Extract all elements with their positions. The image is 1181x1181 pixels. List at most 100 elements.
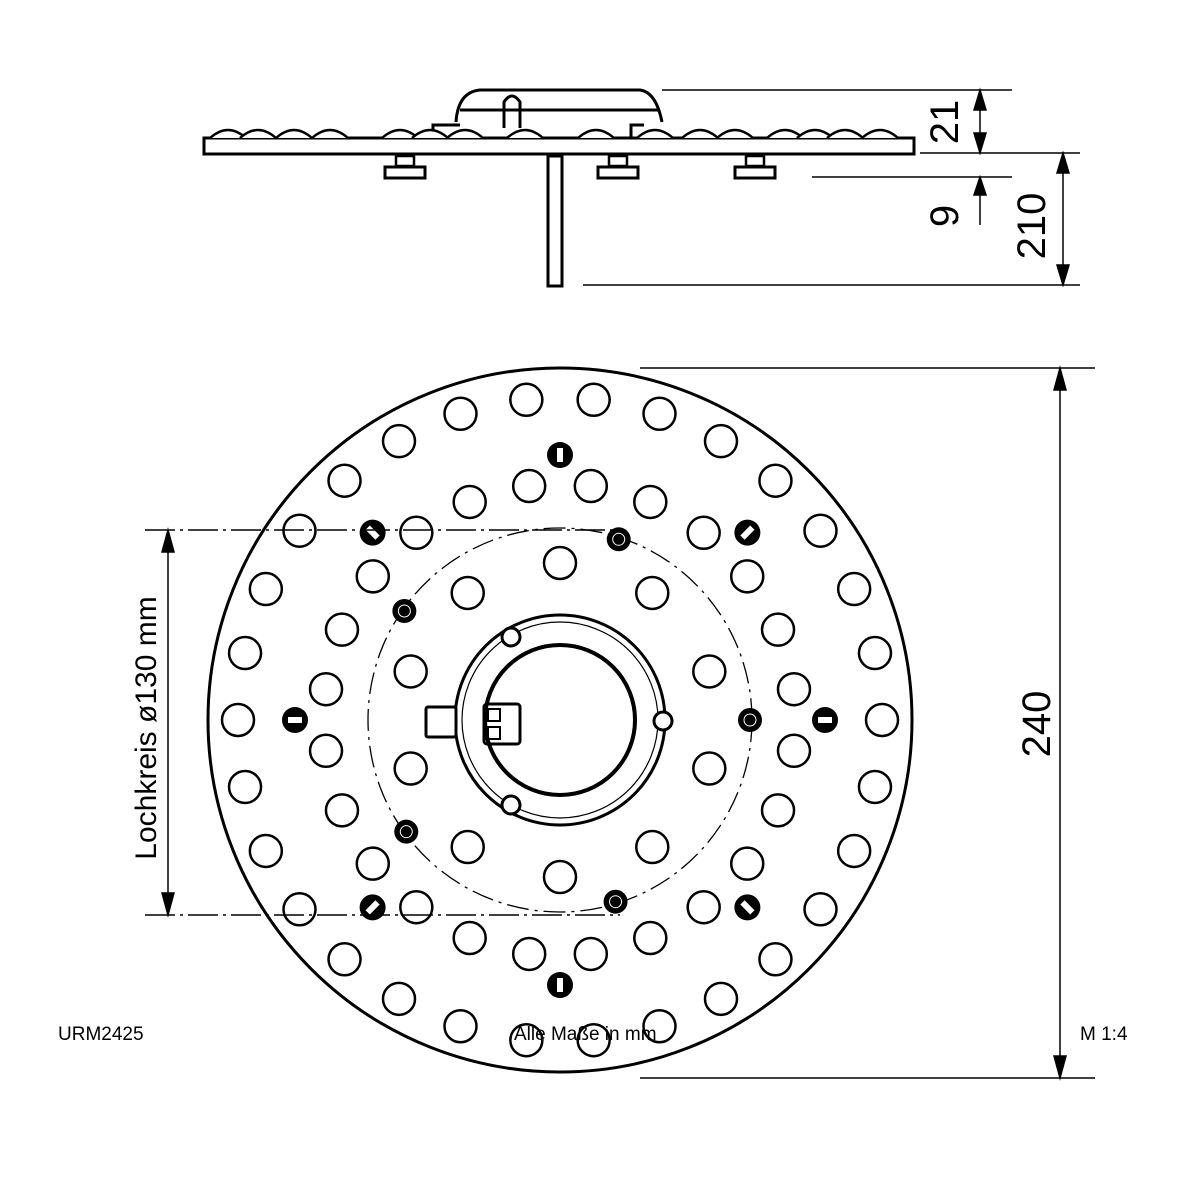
screw-icon bbox=[547, 442, 573, 468]
fixing-hole-ring bbox=[743, 713, 757, 727]
led-circle bbox=[248, 571, 284, 607]
side-leds bbox=[209, 128, 899, 139]
led-circle bbox=[729, 559, 765, 594]
led-circle bbox=[760, 793, 796, 828]
led-circle bbox=[511, 936, 547, 972]
led-circle bbox=[635, 575, 670, 611]
side-led bbox=[861, 128, 899, 139]
spacer bbox=[394, 154, 416, 168]
cable bbox=[546, 154, 564, 288]
led-circle bbox=[393, 654, 428, 689]
led-circle bbox=[692, 654, 727, 689]
led-circle bbox=[227, 635, 263, 671]
screw-slot bbox=[740, 900, 755, 915]
model-number: URM2425 bbox=[58, 1024, 144, 1045]
led-circle bbox=[573, 936, 609, 972]
side-led bbox=[636, 128, 674, 139]
side-led bbox=[239, 128, 277, 139]
led-circle bbox=[220, 702, 256, 738]
led-circle bbox=[576, 382, 611, 418]
driver-housing bbox=[454, 88, 664, 123]
screw-icon bbox=[812, 707, 838, 733]
led-circle bbox=[776, 671, 812, 707]
connector bbox=[482, 702, 522, 746]
led-circle bbox=[443, 1008, 478, 1044]
led-circle bbox=[776, 733, 812, 769]
side-led bbox=[311, 128, 349, 139]
led-array bbox=[220, 382, 900, 1058]
led-circle bbox=[381, 981, 417, 1017]
led-circle bbox=[327, 463, 362, 498]
led-circle bbox=[450, 575, 485, 611]
led-circle bbox=[758, 463, 793, 498]
tab bbox=[424, 705, 458, 739]
led-circle bbox=[836, 833, 872, 869]
dim-210: 210 bbox=[1010, 193, 1054, 260]
screw-slot bbox=[288, 717, 302, 723]
top-dimensions bbox=[145, 365, 1095, 1081]
led-circle bbox=[836, 571, 872, 607]
fixing-hole-ring bbox=[399, 825, 413, 839]
led-circle bbox=[542, 545, 578, 581]
spacer-foot bbox=[733, 165, 777, 180]
led-circle bbox=[509, 382, 544, 418]
led-circle bbox=[635, 829, 670, 865]
led-circle bbox=[450, 829, 485, 865]
led-circle bbox=[633, 920, 668, 956]
fixing-hole bbox=[394, 819, 419, 844]
led-circle bbox=[686, 889, 721, 925]
screw-icon bbox=[734, 894, 761, 921]
led-circle bbox=[308, 671, 344, 707]
fixing-hole-ring bbox=[397, 604, 411, 618]
led-circle bbox=[399, 515, 434, 551]
led-circle bbox=[758, 942, 793, 977]
outer-disc bbox=[206, 366, 914, 1074]
screw-icon bbox=[359, 894, 386, 921]
screw-slot bbox=[557, 448, 563, 462]
spacer-foot bbox=[596, 165, 640, 180]
side-led bbox=[826, 128, 864, 139]
dim-240: 240 bbox=[1015, 691, 1059, 758]
led-circle bbox=[327, 942, 362, 977]
dim-9: 9 bbox=[923, 205, 967, 227]
led-circle bbox=[633, 484, 668, 520]
fixing-hole-ring bbox=[612, 532, 626, 546]
led-circle bbox=[573, 468, 609, 504]
spacer-foot bbox=[383, 165, 427, 180]
side-led bbox=[506, 128, 544, 139]
led-circle bbox=[703, 981, 739, 1017]
led-circle bbox=[381, 423, 417, 459]
led-circle bbox=[324, 793, 360, 828]
side-led bbox=[275, 128, 313, 139]
side-plate bbox=[202, 136, 916, 156]
side-led bbox=[577, 128, 615, 139]
led-circle bbox=[355, 559, 391, 594]
led-circle bbox=[282, 892, 317, 927]
led-circle bbox=[760, 612, 796, 647]
side-led bbox=[716, 128, 754, 139]
side-led bbox=[446, 128, 484, 139]
screw-slot bbox=[365, 525, 380, 540]
fixing-hole bbox=[738, 708, 762, 732]
side-spacers bbox=[383, 154, 777, 180]
led-circle bbox=[803, 892, 838, 927]
fixing-hole-ring bbox=[609, 895, 623, 909]
led-circle bbox=[642, 396, 677, 432]
led-circle bbox=[393, 751, 428, 786]
led-circle bbox=[248, 833, 284, 869]
led-circle bbox=[576, 1022, 611, 1058]
screw-icon bbox=[547, 972, 573, 998]
center-mount bbox=[424, 613, 674, 827]
led-circle bbox=[857, 635, 893, 671]
led-circle bbox=[227, 769, 263, 805]
led-circle bbox=[692, 751, 727, 786]
led-circle bbox=[642, 1008, 677, 1044]
spacer bbox=[607, 154, 629, 168]
led-circle bbox=[355, 846, 391, 881]
fixing-hole bbox=[606, 527, 631, 552]
led-circle bbox=[308, 733, 344, 769]
scale-label: M 1:4 bbox=[1080, 1024, 1128, 1045]
fixing-hole bbox=[603, 889, 628, 914]
led-circle bbox=[542, 859, 578, 895]
